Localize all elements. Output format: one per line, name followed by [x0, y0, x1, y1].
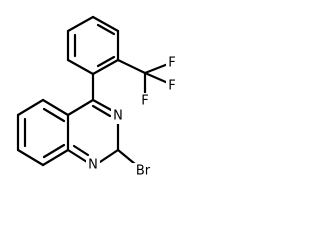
- bond: [96, 23, 116, 36]
- bond: [41, 148, 70, 167]
- molecule-structure: N N Br F F F: [16, 15, 176, 179]
- bond: [72, 144, 90, 157]
- bond: [143, 71, 170, 85]
- bond: [98, 148, 120, 164]
- atom-label-f3: F: [141, 94, 148, 109]
- bond: [91, 58, 120, 76]
- bond: [42, 107, 66, 123]
- bond: [41, 98, 70, 117]
- bond: [96, 55, 116, 68]
- atom-label-br: Br: [136, 164, 151, 179]
- bond: [66, 148, 89, 164]
- atom-label-f2: F: [168, 79, 175, 94]
- bond: [16, 98, 45, 117]
- bond: [116, 148, 137, 166]
- bond: [143, 62, 170, 75]
- bond: [66, 15, 95, 33]
- bond: [91, 98, 115, 113]
- atom-label-n3: N: [113, 109, 123, 124]
- bond: [116, 58, 147, 75]
- bond: [91, 104, 112, 118]
- bond: [91, 15, 120, 33]
- bond: [66, 98, 95, 117]
- bond: [66, 58, 95, 76]
- atom-label-f1: F: [168, 56, 175, 71]
- bond: [16, 148, 45, 167]
- bond: [42, 143, 66, 159]
- atom-label-n1: N: [88, 158, 98, 173]
